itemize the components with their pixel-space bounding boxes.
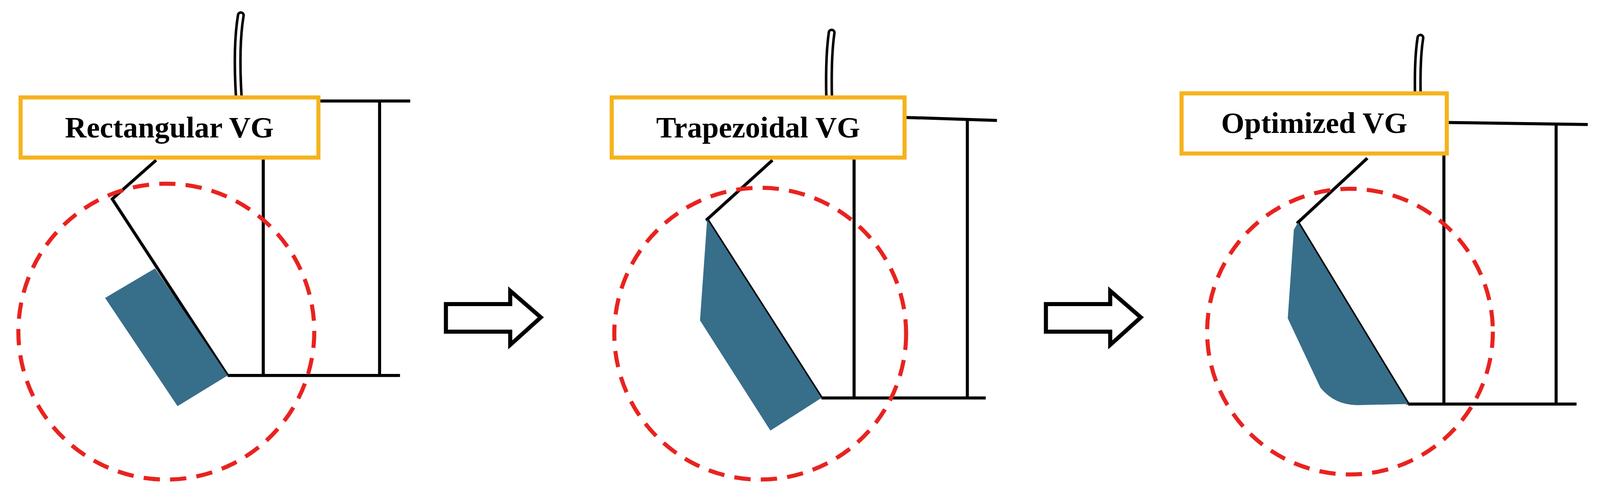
label-box: Optimized VG (1179, 91, 1449, 156)
label-box: Trapezoidal VG (609, 95, 907, 160)
highlight-circles (18, 183, 1494, 480)
panel-label: Optimized VG (1221, 106, 1408, 140)
panel-label: Rectangular VG (65, 111, 274, 145)
hollow-arrows (445, 291, 1141, 346)
panel-label: Trapezoidal VG (656, 111, 860, 145)
label-box: Rectangular VG (18, 95, 321, 160)
vortex-generators (105, 219, 1409, 431)
